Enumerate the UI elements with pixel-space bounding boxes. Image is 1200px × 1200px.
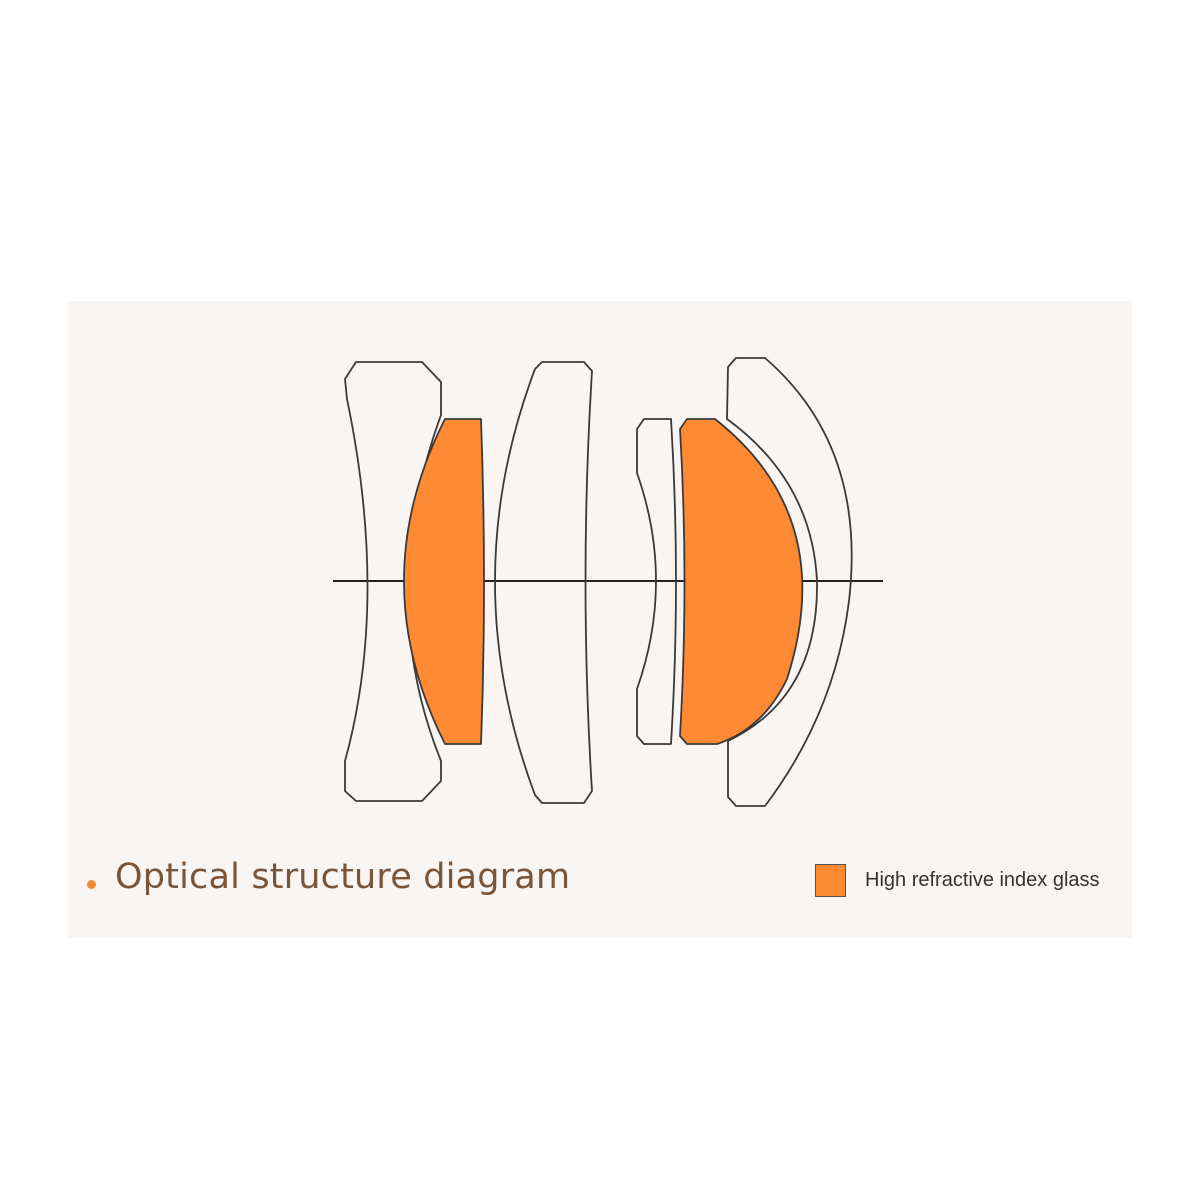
bullet-icon [87,879,96,889]
optical-structure-diagram [333,357,883,807]
legend: High refractive index glass [815,862,1100,898]
lens-element-6 [726,357,853,807]
legend-label: High refractive index glass [865,868,1100,891]
lens-element-3 [494,361,593,804]
caption: Optical structure diagram [87,853,570,901]
caption-title: Optical structure diagram [115,857,571,897]
lens-element-5 [679,418,804,745]
legend-swatch-icon [815,863,846,897]
diagram-panel: Optical structure diagram High refractiv… [67,301,1132,938]
lens-element-4 [636,418,677,745]
lens-element-2 [403,418,485,745]
